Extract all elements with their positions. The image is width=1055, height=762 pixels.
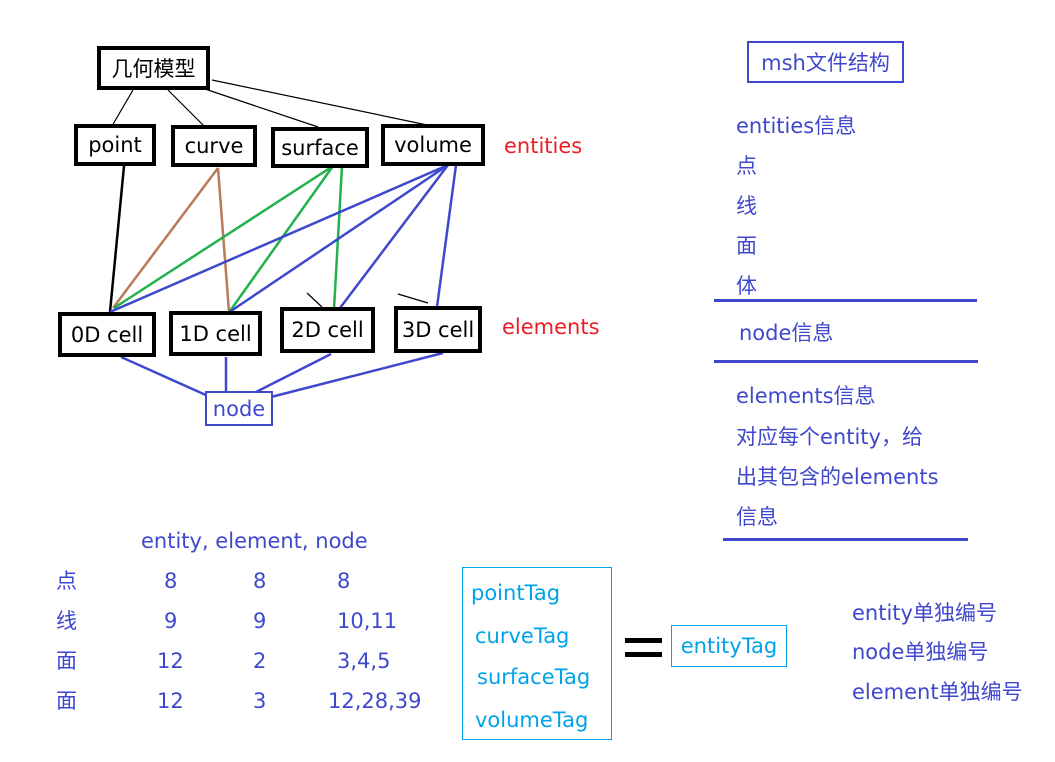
numbering-node: node单独编号 — [852, 640, 989, 664]
entities-surface: 面 — [736, 234, 757, 258]
entity-box-point: point — [74, 124, 156, 166]
entities-point: 点 — [736, 154, 757, 178]
link-0d-node — [120, 355, 209, 398]
tick-3d — [397, 293, 429, 304]
entities-label: entities — [504, 134, 583, 158]
link-3d-node — [270, 351, 444, 399]
link-root-point — [111, 89, 134, 127]
tag-point: pointTag — [471, 581, 561, 605]
link-point-0d — [108, 165, 126, 313]
element-box-3d: 3D cell — [394, 306, 482, 353]
entity-tag-label: entityTag — [680, 634, 778, 658]
row-entity-1: 9 — [164, 609, 178, 633]
link-2d-node — [255, 352, 332, 394]
row-element-2: 2 — [253, 649, 267, 673]
element-box-1d: 1D cell — [169, 311, 262, 356]
link-volume-2d — [339, 164, 449, 309]
entity-tag-box: entityTag — [671, 625, 787, 667]
numbering-element: element单独编号 — [852, 680, 1023, 704]
link-curve-0d — [112, 167, 219, 309]
row-entity-2: 12 — [157, 649, 184, 673]
elements-desc-2: 出其包含的elements — [736, 465, 939, 489]
tag-volume: volumeTag — [475, 708, 589, 732]
row-element-1: 9 — [253, 609, 267, 633]
entity-label-point: point — [88, 133, 142, 157]
entity-label-volume: volume — [394, 133, 472, 157]
entity-label-curve: curve — [184, 134, 244, 158]
node-label: node — [212, 396, 266, 421]
section-divider-2 — [714, 360, 978, 363]
row-element-0: 8 — [253, 569, 267, 593]
equals-sign — [625, 638, 662, 643]
msh-structure-title-box: msh文件结构 — [747, 41, 904, 83]
entities-line: 线 — [736, 194, 757, 218]
row-element-3: 3 — [253, 689, 267, 713]
geometry-model-label: 几何模型 — [111, 57, 196, 81]
tag-surface: surfaceTag — [477, 665, 591, 689]
tags-box — [462, 567, 612, 740]
entities-info: entities信息 — [736, 114, 857, 138]
row-label-2: 面 — [56, 649, 77, 673]
elements-info: elements信息 — [736, 384, 876, 408]
row-entity-3: 12 — [157, 689, 184, 713]
link-surface-0d — [113, 164, 334, 310]
msh-structure-title: msh文件结构 — [761, 51, 890, 75]
elements-label: elements — [502, 315, 600, 339]
link-root-surface — [204, 88, 319, 128]
row-label-3: 面 — [56, 689, 77, 713]
element-label-0d: 0D cell — [70, 322, 144, 347]
row-label-0: 点 — [56, 569, 77, 593]
row-node-0: 8 — [337, 569, 351, 593]
element-box-2d: 2D cell — [280, 307, 375, 353]
elements-desc-3: 信息 — [736, 505, 778, 529]
node-info: node信息 — [739, 321, 834, 345]
link-root-volume — [211, 79, 433, 127]
element-label-2d: 2D cell — [291, 318, 364, 342]
link-curve-1d — [216, 167, 231, 313]
element-label-3d: 3D cell — [401, 317, 475, 342]
link-volume-1d — [227, 163, 449, 315]
row-label-1: 线 — [56, 609, 77, 633]
section-divider-1 — [714, 299, 977, 302]
elements-desc-1: 对应每个entity，给 — [736, 425, 923, 449]
link-root-curve — [167, 89, 206, 128]
element-label-1d: 1D cell — [179, 321, 252, 346]
row-node-3: 12,28,39 — [328, 689, 422, 713]
entity-label-surface: surface — [281, 135, 359, 160]
section-divider-3 — [723, 538, 968, 541]
row-node-1: 10,11 — [337, 609, 398, 633]
row-entity-0: 8 — [164, 569, 178, 593]
node-box: node — [205, 391, 273, 426]
tick-2d — [306, 292, 323, 308]
numbering-entity: entity单独编号 — [852, 601, 997, 625]
tag-curve: curveTag — [475, 624, 570, 648]
table-header: entity, element, node — [141, 529, 368, 553]
entity-box-surface: surface — [271, 127, 369, 168]
link-volume-3d — [435, 164, 458, 308]
link-volume-0d — [109, 163, 449, 314]
element-box-0d: 0D cell — [58, 312, 156, 357]
row-node-2: 3,4,5 — [337, 649, 391, 673]
entity-box-curve: curve — [171, 125, 257, 167]
entities-volume: 体 — [736, 274, 757, 298]
geometry-model-box: 几何模型 — [97, 46, 210, 90]
entity-box-volume: volume — [381, 124, 485, 166]
